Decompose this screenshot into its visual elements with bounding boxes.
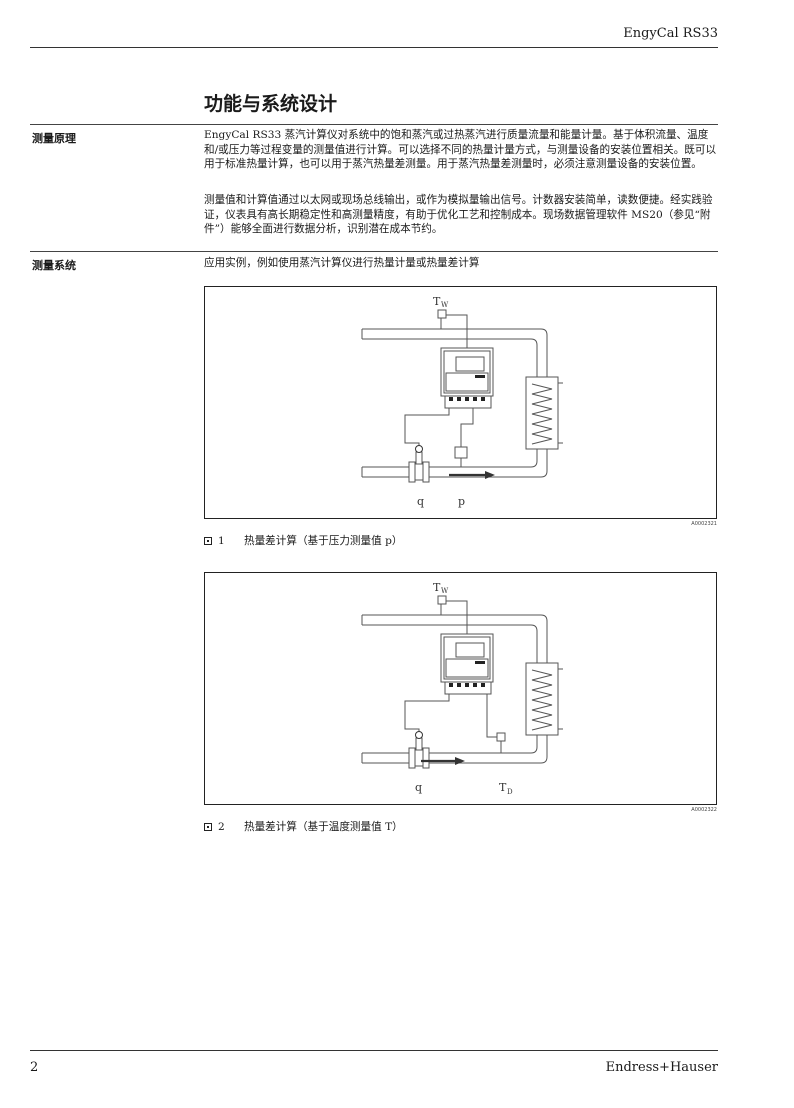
footer-rule — [30, 1050, 718, 1051]
label-temperature-return: T — [499, 781, 507, 794]
figure-2-number: 2 — [218, 821, 225, 833]
figure-2-drawing: T W q T D — [361, 581, 563, 796]
header-rule — [30, 47, 718, 48]
principle-paragraph-2: 测量值和计算值通过以太网或现场总线输出，或作为模拟量输出信号。计数器安装简单，读… — [204, 194, 713, 235]
figure-1-code: A0002321 — [691, 521, 717, 527]
label-temperature-return-sub: D — [507, 788, 513, 796]
label-temperature-top-sub: W — [441, 301, 449, 309]
figure-2-diagram: T W q T D — [204, 572, 717, 805]
principle-paragraph-1: EngyCal RS33 蒸汽计算仪对系统中的饱和蒸汽或过热蒸汽进行质量流量和能… — [204, 129, 717, 170]
header-product-name: EngyCal RS33 — [623, 26, 718, 41]
figure-1-caption-text: 热量差计算（基于压力测量值 p） — [244, 535, 403, 547]
page-title: 功能与系统设计 — [204, 93, 338, 115]
figure-2-caption-text: 热量差计算（基于温度测量值 T） — [244, 821, 403, 833]
label-pressure: p — [458, 495, 465, 508]
figure-icon — [204, 823, 212, 831]
page-number: 2 — [30, 1060, 39, 1075]
label-temperature-top-sub: W — [441, 587, 449, 595]
section-label-principle: 测量原理 — [32, 132, 76, 145]
figure-2-code: A0002322 — [691, 807, 717, 813]
label-temperature-top: T — [433, 295, 441, 308]
system-intro: 应用实例，例如使用蒸汽计算仪进行热量计量或热量差计算 — [204, 257, 480, 269]
label-temperature-top: T — [433, 581, 441, 594]
section-rule — [30, 124, 718, 125]
figure-2-caption: 2 热量差计算（基于温度测量值 T） — [204, 819, 403, 834]
section-label-system: 测量系统 — [32, 259, 76, 272]
figure-1-drawing: T W q p — [361, 295, 563, 508]
section-rule — [30, 251, 718, 252]
figure-1-caption: 1 热量差计算（基于压力测量值 p） — [204, 533, 402, 548]
label-flow: q — [415, 781, 422, 794]
figure-icon — [204, 537, 212, 545]
figure-1-diagram: T W q p — [204, 286, 717, 519]
label-flow: q — [417, 495, 424, 508]
figure-1-number: 1 — [218, 535, 225, 547]
footer-brand: Endress+Hauser — [605, 1060, 718, 1075]
